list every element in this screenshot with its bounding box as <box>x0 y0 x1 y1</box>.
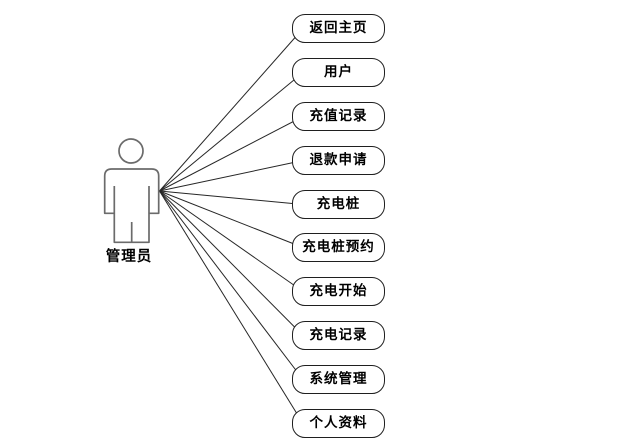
usecase-label: 充电记录 <box>309 326 368 343</box>
association-line <box>159 190 304 248</box>
usecase-box: 用户 <box>292 58 385 87</box>
usecase-label: 返回主页 <box>309 19 368 36</box>
actor-arm-lines <box>113 186 150 214</box>
usecase-label: 系统管理 <box>309 370 368 387</box>
association-line <box>159 190 304 205</box>
usecase-label: 充电桩预约 <box>302 238 375 255</box>
actor-icon <box>103 138 160 244</box>
actor-label: 管理员 <box>105 249 153 265</box>
usecase-label: 退款申请 <box>309 151 368 168</box>
association-line <box>159 28 304 192</box>
association-line <box>159 190 304 336</box>
association-line <box>159 190 304 424</box>
association-line <box>159 72 304 192</box>
usecase-label: 个人资料 <box>309 414 368 431</box>
association-line <box>159 116 304 192</box>
usecase-box: 充电桩预约 <box>292 233 385 262</box>
usecase-box: 充值记录 <box>292 102 385 131</box>
usecase-box: 系统管理 <box>292 365 385 394</box>
usecase-label: 充电开始 <box>309 282 368 299</box>
usecase-box: 个人资料 <box>292 409 385 438</box>
actor-head <box>118 138 144 164</box>
usecase-box: 充电开始 <box>292 277 385 306</box>
usecase-box: 充电桩 <box>292 190 385 219</box>
association-line <box>159 190 304 292</box>
usecase-label: 用户 <box>324 63 353 80</box>
usecase-box: 返回主页 <box>292 14 385 43</box>
usecase-label: 充值记录 <box>309 107 368 124</box>
actor-body <box>103 168 160 244</box>
connector-lines <box>159 28 304 424</box>
association-line <box>159 190 304 380</box>
association-line <box>159 160 304 192</box>
usecase-box: 充电记录 <box>292 321 385 350</box>
usecase-label: 充电桩 <box>316 195 361 212</box>
usecase-box: 退款申请 <box>292 146 385 175</box>
